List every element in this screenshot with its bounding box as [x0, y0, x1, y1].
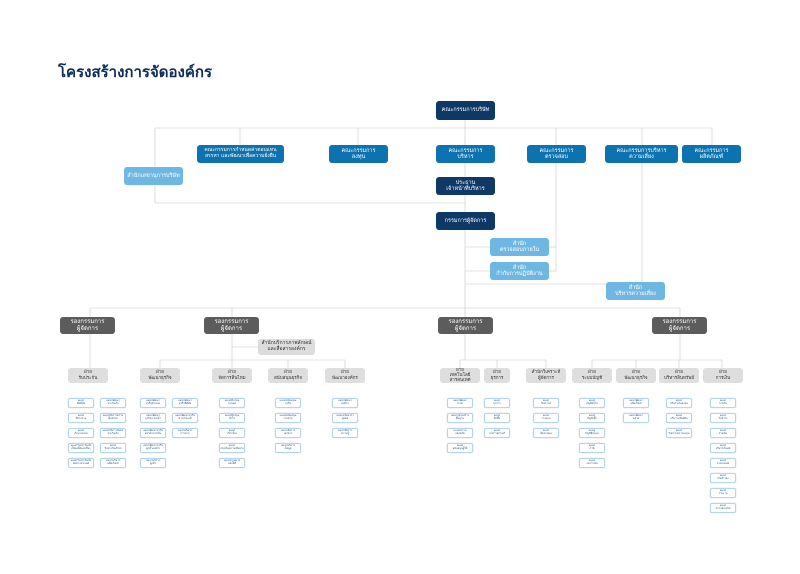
division-business-support-box: ฝ่าย สนับสนุนธุรกิจ [268, 368, 308, 383]
office-internal-audit-box: สำนัก ตรวจสอบภายใน [490, 238, 549, 256]
department-item: แผนก วิเคราะห์การลงทุน [666, 428, 692, 438]
department-item: แผนกจัดการ ความรู้ [332, 428, 358, 438]
board-box: คณะกรรมการบริษัท [436, 101, 495, 120]
department-item: แผนก การเงิน [710, 398, 736, 408]
exec-chair-box: ประธาน เจ้าหน้าที่บริหาร [436, 177, 495, 195]
department-item: แผนก กระทบยอด [710, 458, 736, 468]
department-item: แผนกบริหาร ผลิตภัณฑ์ [100, 458, 126, 468]
department-item: แผนก เรียกร้อง [219, 428, 245, 438]
division-underwriting-box: ฝ่าย รับประกัน [68, 368, 108, 383]
department-item: แผนกบริการ ข้อมูล [275, 443, 301, 453]
deputy-md-4-box: รองกรรมการ ผู้จัดการ [652, 317, 707, 334]
division-asset-mgmt-box: ฝ่าย บริหารลินทรัพย์ [659, 368, 699, 383]
division-accounting-box: ฝ่าย ระบบบัญชี [572, 368, 612, 383]
committee-audit-box: คณะกรรมการ ตรวจสอบ [527, 145, 586, 163]
department-item: แผนก บริหารเงินลงทุน [666, 398, 692, 408]
department-item: แผนกสินไหม ทั่วไป [219, 413, 245, 423]
division-business-dev-2-box: ฝ่าย พัฒนาธุรกิจ [616, 368, 656, 383]
department-item: แผนก สนับสนุนผู้ใช้ [447, 443, 473, 453]
department-item: แผนกพัฒนา ธุรกิจตัวแทน [140, 398, 166, 408]
department-item: แผนกรับประกันภัย เบ็ดเตล็ดและอื่นๆ [68, 443, 94, 453]
department-item: แผนก รับชำระ [710, 413, 736, 423]
committee-nomination-box: คณะกรรมการกำหนดค่าตอบแทน สรรหา และพัฒนาเ… [197, 145, 284, 163]
department-item: แผนก ภัยทางทะเล [68, 428, 94, 438]
office-risk-box: สำนัก บริหารความเสี่ยง [606, 282, 665, 300]
department-item: แผนก วางแผน [533, 413, 559, 423]
department-item: แผนกบริการ ลูกค้า [140, 458, 166, 468]
department-item: แผนก บริหารทรัพย์สิน [666, 413, 692, 423]
department-item: แผนก อาคารสถานที่ [484, 428, 510, 438]
division-business-dev-box: ฝ่าย พัฒนาธุรกิจ [140, 368, 180, 383]
deputy-md-2-box: รองกรรมการ ผู้จัดการ [204, 317, 259, 334]
division-analysis-office-box: สำนักวิเคราะห์ ผู้จัดการ [526, 368, 566, 383]
division-admin-box: ฝ่าย ธุรการ [484, 368, 510, 383]
department-item: แผนกสนับสนุน ธุรกิจ [275, 398, 301, 408]
department-item: แผนกรับประกันภัย ต่อต่างประเทศ [68, 458, 94, 468]
department-item: แผนก อัคคีภัย [68, 398, 94, 408]
department-item: แผนก รายงาน [710, 488, 736, 498]
committee-executive-box: คณะกรรมการ บริหาร [436, 145, 495, 163]
department-item: แผนกพัฒนาธุรกิจ ต่างประเทศ [172, 413, 198, 423]
department-item: แผนกกฎหมาย และคดี [219, 458, 245, 468]
department-item: แผนก วิศวกรรม [68, 413, 94, 423]
department-item: แผนก ประเมินความเสียหาย [219, 443, 245, 453]
department-item: แผนกบริหาร การขาย [172, 428, 198, 438]
department-item: แผนก วิเคราะห์ [533, 398, 559, 408]
managing-director-box: กรรมการผู้จัดการ [436, 212, 495, 230]
department-item: แผนกสินไหม รถยนต์ [219, 398, 245, 408]
division-claims-box: ฝ่าย จัดการสินไหม [212, 368, 252, 383]
department-item: แผนก ตรวจสอบเงิน [710, 503, 736, 513]
department-item: แผนกจัดการความ คุ้มครอง [100, 413, 126, 423]
office-compliance-box: สำนัก กำกับการปฏิบัติงาน [490, 262, 549, 280]
department-item: แผนกพัฒนา องค์กร [332, 398, 358, 408]
department-item: แผนก ภาษี [579, 443, 605, 453]
committee-investment-box: คณะกรรมการ ลงทุน [329, 145, 388, 163]
department-item: แผนก ธุรการ [484, 398, 510, 408]
department-item: แผนกพัฒนา ผลิตภัณฑ์ [623, 398, 649, 408]
department-item: แผนกความ ปลอดภัย [447, 428, 473, 438]
department-item: แผนกสนับสนุน งานขาย [275, 413, 301, 423]
department-item: แผนกจัดการภัยต่อ ประกันภัย [100, 428, 126, 438]
department-item: แผนกจัดการ เอกสาร [275, 428, 301, 438]
committee-risk-box: คณะกรรมการบริหาร ความเสี่ยง [605, 145, 678, 163]
department-item: แผนก บัญชีทั่วไป [579, 398, 605, 408]
department-item: แผนก รับประกันภัยรถ [100, 443, 126, 453]
department-item: แผนก บัญชีสินไหม [579, 428, 605, 438]
department-item: แผนกพัฒนาธุรกิจ ลูกค้าองค์กร [140, 443, 166, 453]
department-item: แผนกพัฒนา ประกันภัย [100, 398, 126, 408]
department-item: แผนก บริหารเงินสด [710, 443, 736, 453]
department-item: แผนกทรัพยากร บุคคล [332, 413, 358, 423]
department-item: แผนกพัฒนา ระบบ [447, 398, 473, 408]
corporate-communication-office-box: สำนักบริการภาพลักษณ์ และสื่อสารองค์กร [258, 339, 315, 355]
division-it-box: ฝ่าย เทคโนโลยีสารสนเทศ [440, 368, 480, 383]
department-item: แผนก จัดซื้อ [484, 413, 510, 423]
committee-product-box: คณะกรรมการ ผลิตภัณฑ์ [682, 145, 741, 163]
division-org-dev-box: ฝ่าย พัฒนาองค์กร [325, 368, 365, 383]
department-item: แผนก เงินสำรอง [710, 473, 736, 483]
department-item: แผนกพัฒนา ตลาด [623, 413, 649, 423]
department-item: แผนกพัฒนา ธุรกิจนายหน้า [140, 413, 166, 423]
page-title: โครงสร้างการจัดองค์กร [58, 63, 213, 81]
secretary-office-box: สำนักเลขานุการบริษัท [124, 167, 183, 185]
department-item: แผนก บัญชีเบี้ย [579, 413, 605, 423]
department-item: แผนกโครงสร้าง พื้นฐาน [447, 413, 473, 423]
division-finance-box: ฝ่าย การเงิน [703, 368, 743, 383]
deputy-md-3-box: รองกรรมการ ผู้จัดการ [438, 317, 493, 334]
department-item: แผนก จ่ายเงิน [710, 428, 736, 438]
deputy-md-1-box: รองกรรมการ ผู้จัดการ [60, 317, 115, 334]
department-item: แผนกพัฒนา ธุรกิจดิจิทัล [172, 398, 198, 408]
department-item: แผนกพัฒนาธุรกิจ สถาบันการเงิน [140, 428, 166, 438]
department-item: แผนก งบการเงิน [579, 458, 605, 468]
department-item: แผนก ติดตามผล [533, 428, 559, 438]
